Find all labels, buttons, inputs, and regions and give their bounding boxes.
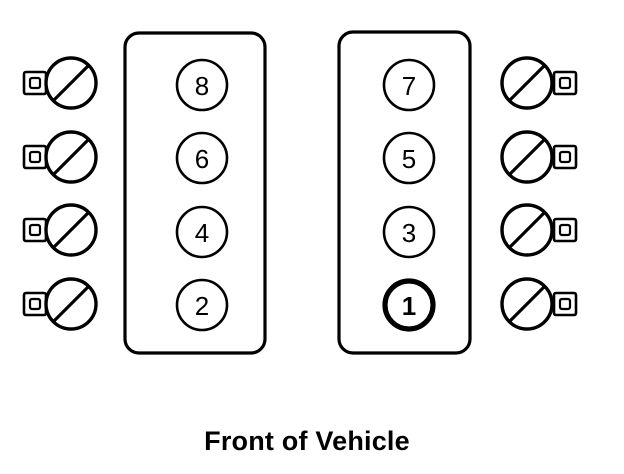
left-cylinder-bank: 8 6 4 2 (123, 31, 267, 355)
cylinder-number-label: 1 (402, 291, 416, 321)
cylinder-4[interactable]: 4 (175, 205, 229, 259)
spark-plug-icon[interactable] (22, 203, 98, 257)
spark-plug-icon[interactable] (500, 56, 578, 110)
right-bank-outline (337, 30, 472, 355)
spark-plug-icon[interactable] (500, 277, 578, 331)
cylinder-1[interactable]: 1 (382, 278, 436, 332)
cylinder-number-label: 7 (402, 71, 416, 101)
right-spark-plug-group (500, 56, 578, 331)
cylinder-number-label: 6 (195, 144, 209, 174)
cylinder-number-label: 8 (195, 71, 209, 101)
spark-plug-icon[interactable] (500, 130, 578, 184)
cylinder-6[interactable]: 6 (175, 131, 229, 185)
cylinder-number-label: 4 (195, 218, 209, 248)
cylinder-number-label: 5 (402, 144, 416, 174)
spark-plug-icon[interactable] (22, 56, 98, 110)
left-spark-plug-group (22, 56, 98, 331)
highlighted-cylinder-circle (382, 278, 436, 332)
cylinder-7[interactable]: 7 (382, 58, 436, 112)
spark-plug-icon[interactable] (500, 203, 578, 257)
spark-plug-icon[interactable] (22, 277, 98, 331)
cylinder-5[interactable]: 5 (382, 131, 436, 185)
cylinder-number-label: 3 (402, 218, 416, 248)
spark-plug-icon[interactable] (22, 130, 98, 184)
front-of-vehicle-caption: Front of Vehicle (204, 426, 410, 456)
cylinder-number-label: 2 (195, 291, 209, 321)
left-bank-outline (123, 31, 267, 355)
cylinder-2[interactable]: 2 (175, 278, 229, 332)
right-cylinder-bank: 7 5 3 1 (337, 30, 472, 355)
cylinder-3[interactable]: 3 (382, 205, 436, 259)
cylinder-8[interactable]: 8 (175, 58, 229, 112)
